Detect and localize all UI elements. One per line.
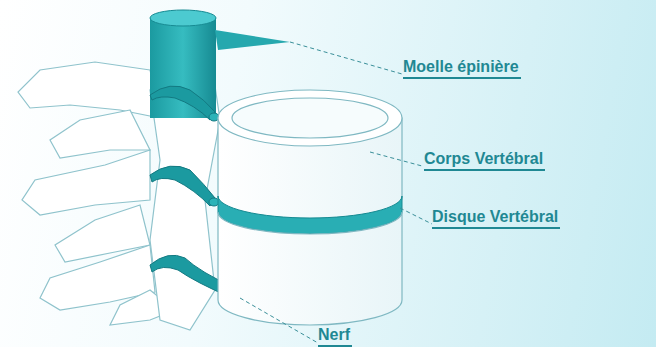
part-label: Nerf (318, 326, 352, 347)
part-label: Corps Vertébral (424, 150, 545, 171)
lower-vertebral-body (218, 212, 402, 325)
part-label: Moelle épinière (403, 58, 521, 79)
vertebral-processes (18, 52, 220, 330)
vertebral-body (218, 90, 402, 220)
leader-lines (240, 42, 432, 343)
part-label: Disque Vertébral (432, 208, 560, 229)
